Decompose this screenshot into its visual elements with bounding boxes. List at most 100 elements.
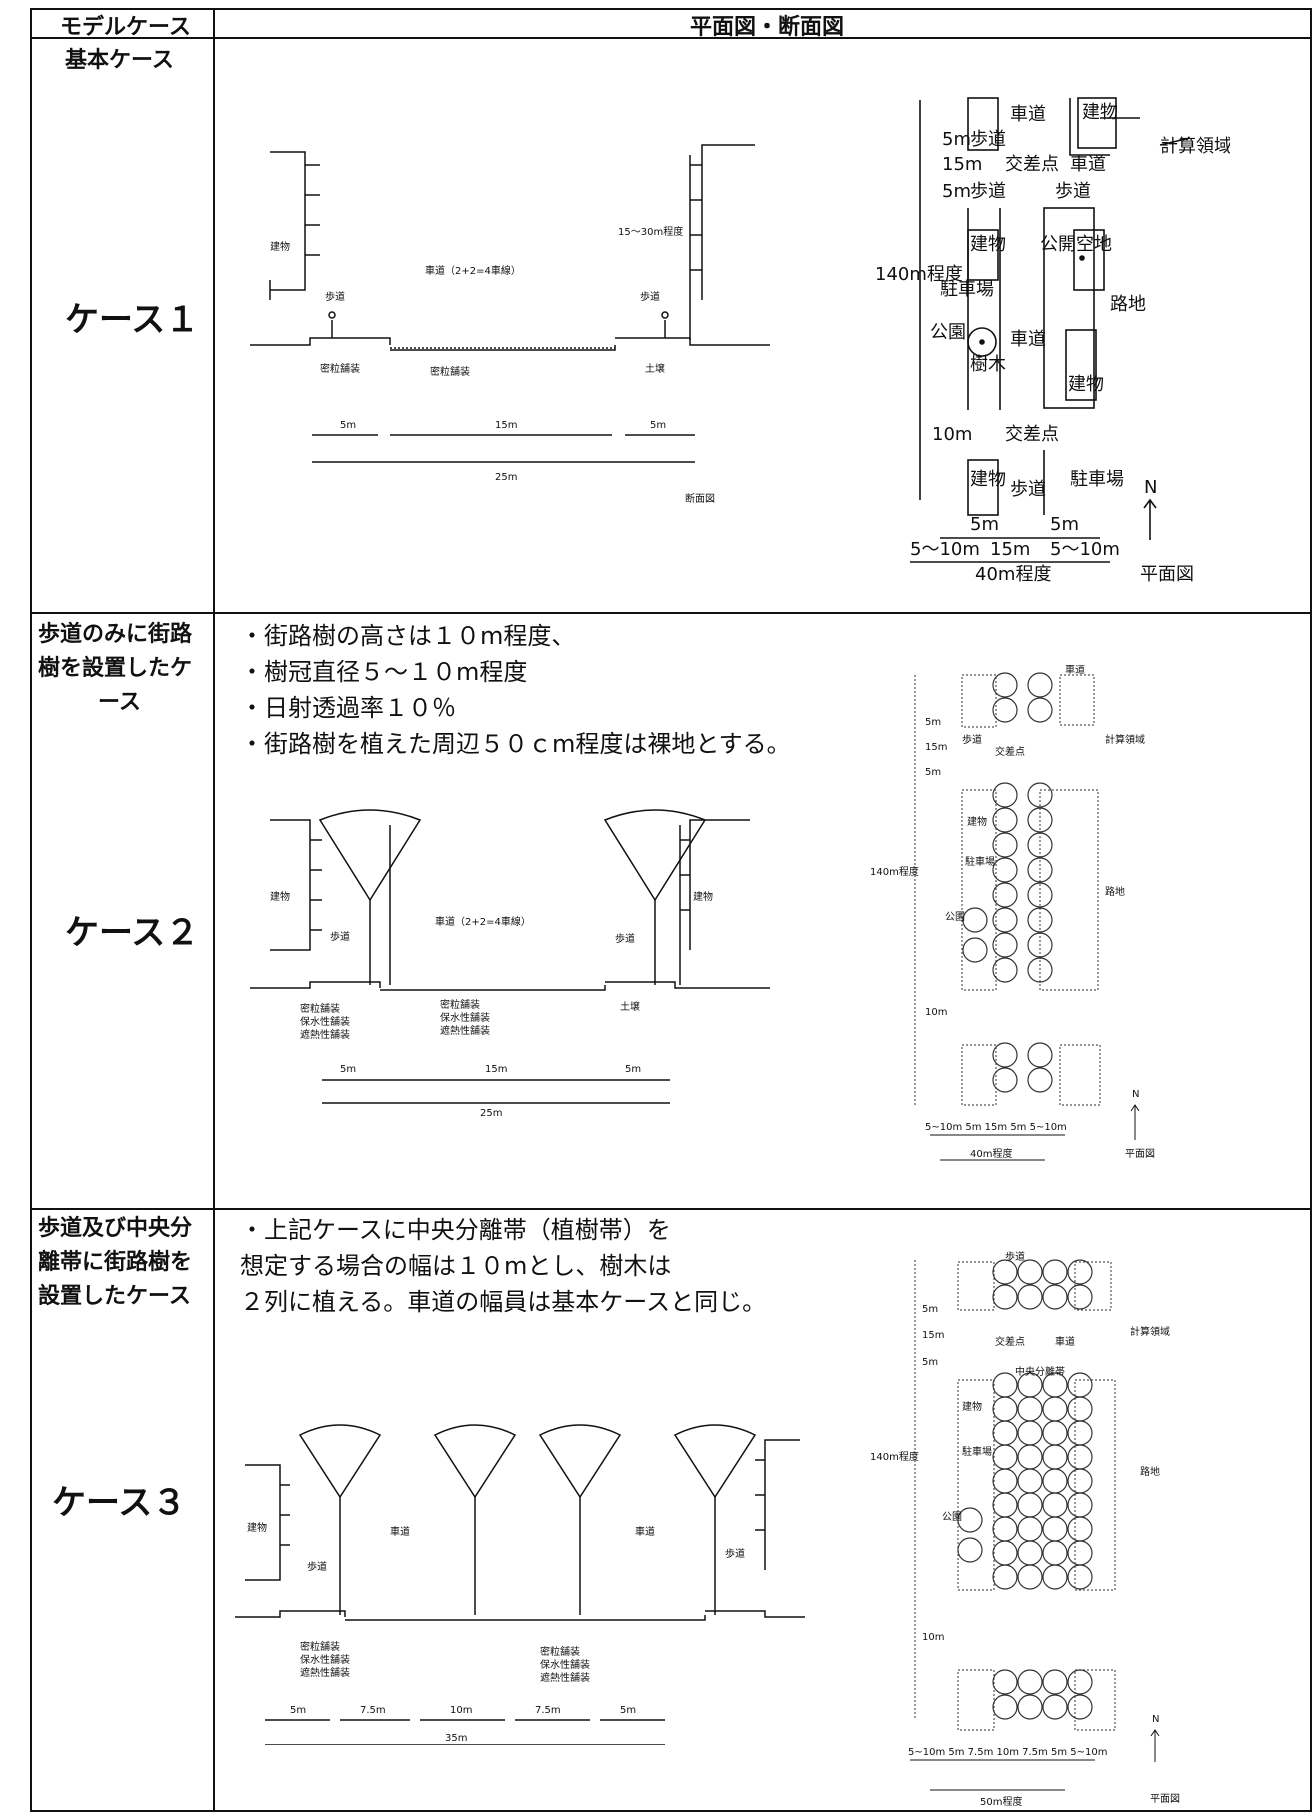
sec1-road-label: 車道（2+2=4車線） xyxy=(425,264,521,277)
tree-canopy xyxy=(992,1396,1018,1422)
tree-canopy xyxy=(992,1516,1018,1542)
plan3-dim-10: 10m xyxy=(922,1632,944,1643)
row2-side-label: 歩道のみに街路 樹を設置したケ ース xyxy=(38,618,192,720)
plan3-calc-area: 計算領域 xyxy=(1130,1325,1170,1338)
row1-side-label: 基本ケース xyxy=(65,48,174,73)
tree-canopy xyxy=(992,1564,1018,1590)
tree-canopy xyxy=(1067,1669,1093,1695)
plan3-intersection: 交差点 xyxy=(995,1335,1025,1348)
sec2-dim-15: 15m xyxy=(485,1064,507,1075)
plan1-alley: 路地 xyxy=(1110,294,1146,315)
plan2-dim-40: 40m程度 xyxy=(970,1147,1012,1160)
plan3-length-label: 140m程度 xyxy=(870,1450,919,1463)
sec1-soil: 土壌 xyxy=(645,362,665,375)
sec1-building-label: 建物 xyxy=(270,240,290,253)
sec2-pave-l-1: 密粒舗装 xyxy=(300,1002,340,1015)
tree-canopy xyxy=(1017,1516,1043,1542)
tree-canopy xyxy=(992,1468,1018,1494)
plan1-dim-5b: 5m xyxy=(942,181,971,202)
plan3-dim-5b: 5m xyxy=(922,1357,938,1368)
row2-case-name: ケース２ xyxy=(65,913,200,953)
plan1-caption: 平面図 xyxy=(1140,564,1194,585)
sec1-height-label: 15～30m程度 xyxy=(618,225,683,238)
tree-canopy xyxy=(992,1420,1018,1446)
plan1-dim-15b: 15m xyxy=(990,539,1030,560)
sec3-dim-0: 5m xyxy=(290,1705,306,1716)
plan3-caption: 平面図 xyxy=(1150,1793,1180,1805)
tree-canopy xyxy=(992,1669,1018,1695)
sec3-dim-2: 10m xyxy=(450,1705,472,1716)
row1-divider xyxy=(30,612,1312,614)
tree-canopy xyxy=(992,1492,1018,1518)
sec1-dim-25: 25m xyxy=(495,472,517,483)
plan1-dim-5-10b: 5～10m xyxy=(1050,539,1120,560)
plan2-dim-5a: 5m xyxy=(925,717,941,728)
sec3-dim-3: 7.5m xyxy=(535,1705,561,1716)
plan1-dim-5a: 5m xyxy=(942,129,971,150)
plan1-park: 公園 xyxy=(930,322,966,343)
plan2-caption: 平面図 xyxy=(1125,1148,1155,1160)
plan3-sidewalk: 歩道 xyxy=(1005,1250,1025,1263)
row2-bullet: ・街路樹の高さは１０m程度、 xyxy=(240,622,576,650)
plan1-building-l: 建物 xyxy=(970,234,1006,255)
plan1-road-top: 車道 xyxy=(1010,104,1046,125)
plan1-intersection-b: 交差点 xyxy=(1005,424,1059,445)
row3-side-label: 歩道及び中央分 離帯に街路樹を 設置したケース xyxy=(38,1212,192,1314)
tree-canopy xyxy=(957,1507,983,1533)
tree-canopy xyxy=(1017,1669,1043,1695)
sec3-pave-m-1: 密粒舗装 xyxy=(540,1645,580,1658)
tree-canopy xyxy=(1017,1396,1043,1422)
plan2-sidewalk: 歩道 xyxy=(962,733,982,746)
column-divider xyxy=(213,8,215,1812)
plan1-dim-5c: 5m xyxy=(970,514,999,535)
plan3-park: 公園 xyxy=(942,1511,962,1523)
plan2-north: N xyxy=(1132,1089,1139,1100)
tree-canopy xyxy=(1017,1540,1043,1566)
sec2-soil: 土壌 xyxy=(620,1000,640,1013)
plan1-dim-5d: 5m xyxy=(1050,514,1079,535)
plan1-road-low: 車道 xyxy=(1010,329,1046,350)
plan3-dims-bottom: 5~10m 5m 7.5m 10m 7.5m 5m 5~10m xyxy=(908,1747,1107,1758)
sec1-pave-mid: 密粒舗装 xyxy=(430,365,470,378)
sec2-building-l: 建物 xyxy=(270,890,290,903)
tree-canopy xyxy=(1042,1444,1068,1470)
plan1-sidewalk-d: 歩道 xyxy=(1010,479,1046,500)
plan1-dim-15: 15m xyxy=(942,154,982,175)
tree-canopy xyxy=(1042,1669,1068,1695)
tree-canopy xyxy=(1067,1468,1093,1494)
plan1-parking-a: 駐車場 xyxy=(940,279,994,300)
row1-plan-diagram: 車道 建物 5m 歩道 計算領域 15m 交差点 車道 5m 歩道 歩道 建物 … xyxy=(875,97,1230,585)
tree-canopy xyxy=(1042,1259,1068,1285)
sec2-sidewalk-l: 歩道 xyxy=(330,930,350,943)
plan1-intersection-a: 交差点 xyxy=(1005,154,1059,175)
sec1-dim-15: 15m xyxy=(495,420,517,431)
row2-divider xyxy=(30,1208,1312,1210)
row2-side-line: 樹を設置したケ xyxy=(38,656,193,681)
tree-canopy xyxy=(1017,1564,1043,1590)
plan3-north: N xyxy=(1152,1714,1159,1725)
tree-canopy xyxy=(1067,1564,1093,1590)
tree-canopy xyxy=(1067,1540,1093,1566)
tree-canopy xyxy=(1017,1420,1043,1446)
sec3-dim-4: 5m xyxy=(620,1705,636,1716)
sec3-road-r: 車道 xyxy=(635,1525,655,1538)
row3-bullets: ・上記ケースに中央分離帯（植樹帯）を 想定する場合の幅は１０mとし、樹木は ２列… xyxy=(240,1212,766,1320)
sec2-dim-5a: 5m xyxy=(340,1064,356,1075)
plan1-sidewalk-b: 歩道 xyxy=(970,181,1006,202)
plan2-dims-bottom: 5~10m 5m 15m 5m 5~10m xyxy=(925,1122,1067,1133)
row3-plan-diagram: 歩道 計算領域 交差点 車道 中央分離帯 140m程度 建物 駐車場 路地 公園… xyxy=(870,1250,1180,1808)
tree-canopy xyxy=(1017,1468,1043,1494)
sec2-sidewalk-r: 歩道 xyxy=(615,932,635,945)
tree-canopy xyxy=(1067,1259,1093,1285)
tree-canopy xyxy=(992,1540,1018,1566)
sec3-pave-m-3: 遮熱性舗装 xyxy=(540,1671,590,1684)
row3-bullet: ・上記ケースに中央分離帯（植樹帯）を xyxy=(240,1216,671,1244)
plan3-building: 建物 xyxy=(962,1400,982,1413)
plan1-length-label: 140m程度 xyxy=(875,264,963,285)
tree-canopy xyxy=(1042,1396,1068,1422)
tree-canopy xyxy=(1042,1468,1068,1494)
tree-canopy xyxy=(1067,1694,1093,1720)
plan1-sidewalk-a: 歩道 xyxy=(970,129,1006,150)
sec1-dim-5a: 5m xyxy=(340,420,356,431)
sec3-dim-1: 7.5m xyxy=(360,1705,386,1716)
